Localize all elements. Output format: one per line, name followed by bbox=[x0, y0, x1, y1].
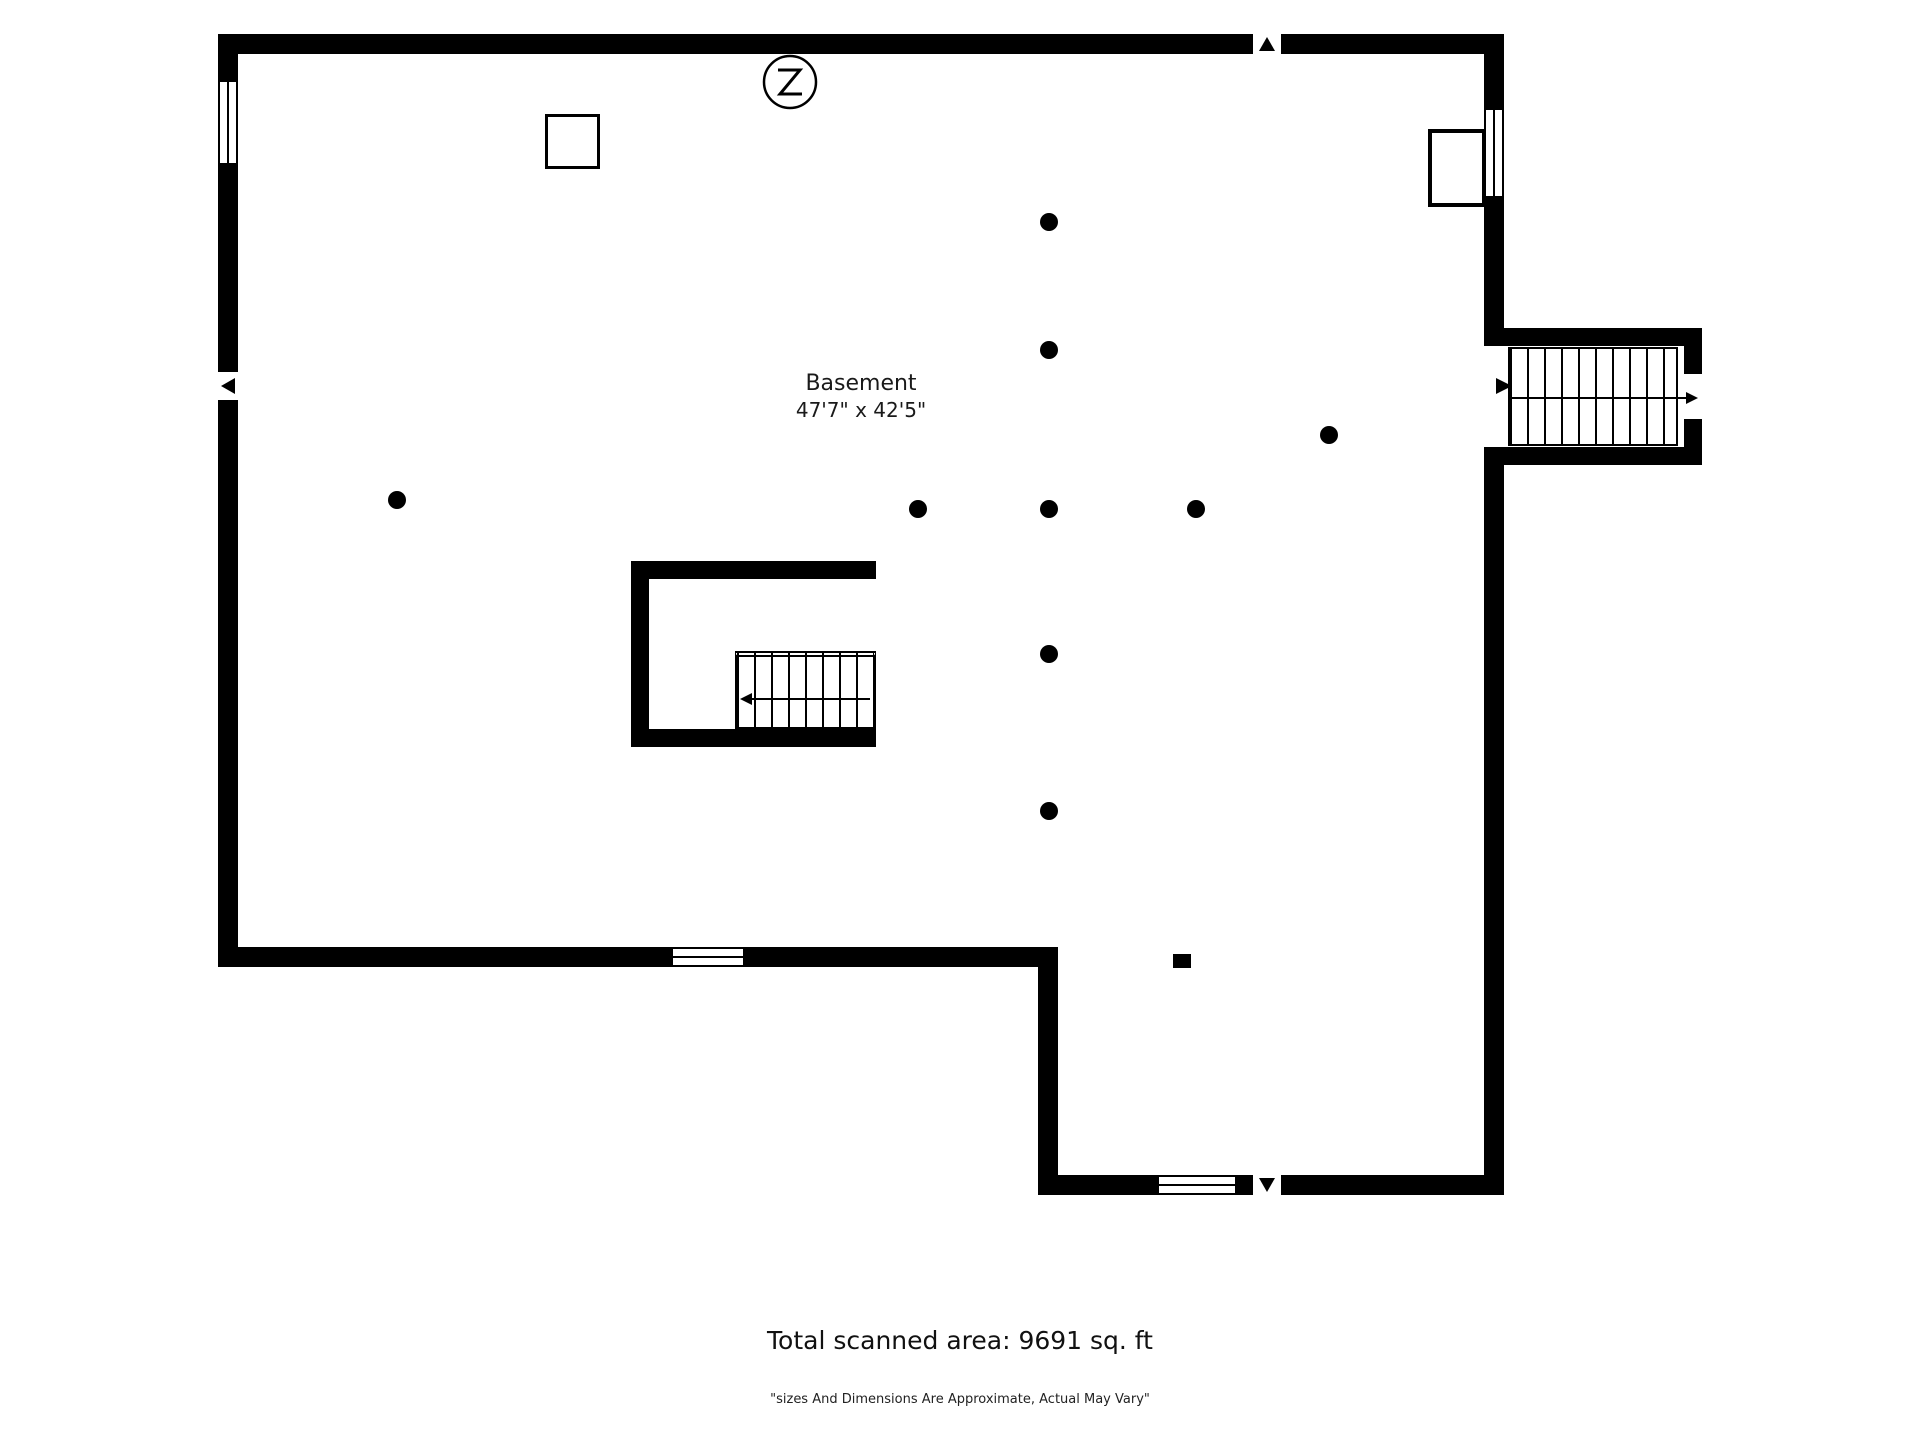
opening-marker-top bbox=[1259, 37, 1275, 51]
bumpout-stair-treads bbox=[1508, 347, 1678, 446]
room-dimensions: 47'7" x 42'5" bbox=[795, 398, 927, 422]
column-marker bbox=[1040, 213, 1058, 231]
window-left-wall bbox=[218, 80, 238, 165]
stair-direction-arrow-left bbox=[740, 693, 870, 705]
wall-step-vertical bbox=[1038, 947, 1058, 1195]
wall-top bbox=[218, 34, 1504, 54]
room-label: Basement 47'7" x 42'5" bbox=[611, 370, 1111, 423]
stair-entry-marker bbox=[1496, 378, 1512, 394]
stair-direction-arrow-right bbox=[1512, 392, 1698, 404]
interior-stair-treads bbox=[735, 651, 876, 729]
stair-bumpout-wall-bottom bbox=[1484, 447, 1702, 465]
utility-box-top-left bbox=[545, 114, 600, 169]
interior-stair-wall-bottom bbox=[631, 729, 876, 747]
column-marker bbox=[1040, 802, 1058, 820]
opening-marker-bottom bbox=[1259, 1178, 1275, 1192]
stair-bumpout-stub-bottom bbox=[1684, 419, 1702, 465]
window-bottom-right-wall bbox=[1157, 1175, 1237, 1195]
stair-bumpout-stub-top bbox=[1684, 328, 1702, 374]
electrical-symbol bbox=[762, 54, 818, 110]
wall-right-lower bbox=[1484, 447, 1504, 1195]
column-marker bbox=[388, 491, 406, 509]
column-marker bbox=[1187, 500, 1205, 518]
interior-stair-wall-left bbox=[631, 561, 649, 747]
column-marker bbox=[1040, 341, 1058, 359]
column-marker bbox=[1040, 500, 1058, 518]
total-area-text: Total scanned area: 9691 sq. ft bbox=[767, 1326, 1153, 1355]
column-marker bbox=[1040, 645, 1058, 663]
wall-bottom-left-section bbox=[218, 947, 1058, 967]
column-marker bbox=[909, 500, 927, 518]
support-marker bbox=[1173, 954, 1191, 968]
window-bottom-left-wall bbox=[671, 947, 745, 967]
room-name: Basement bbox=[805, 371, 917, 396]
utility-box-right-wall bbox=[1428, 129, 1486, 207]
disclaimer-text: "sizes And Dimensions Are Approximate, A… bbox=[770, 1392, 1150, 1407]
interior-stair-wall-top bbox=[631, 561, 876, 579]
wall-left bbox=[218, 34, 238, 967]
opening-marker-left bbox=[221, 378, 235, 394]
column-marker bbox=[1320, 426, 1338, 444]
stair-bumpout-wall-top bbox=[1484, 328, 1702, 346]
